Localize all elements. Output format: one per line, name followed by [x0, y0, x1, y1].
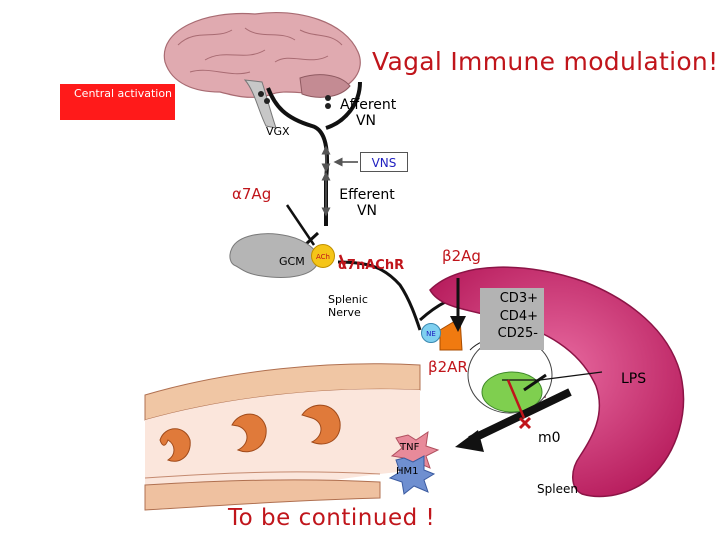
- brain-illustration: [163, 12, 361, 129]
- afferent-vn-label: Afferent VN: [340, 97, 397, 130]
- hm1-star: [388, 455, 436, 495]
- red-blood-cells: [159, 404, 341, 462]
- hm1-label: HM1: [396, 466, 419, 477]
- cd-markers-box: CD3+ CD4+ CD25-: [480, 288, 544, 350]
- spleen-label: Spleen: [537, 482, 578, 496]
- alpha7-nachr-label: α7nAChR: [338, 258, 405, 273]
- beta2-agonist-label: β2Ag: [442, 247, 481, 265]
- cd-marker: CD25-: [497, 326, 538, 342]
- ach-badge: ACh: [311, 244, 335, 268]
- central-activation-box: Central activation: [60, 84, 175, 120]
- blood-vessel: [144, 363, 421, 511]
- diagram-title: Vagal Immune modulation!: [372, 47, 719, 76]
- macrophage-inhibition: [455, 373, 572, 452]
- m0-label: m0: [538, 430, 561, 446]
- splenic-nerve-label: Splenic Nerve: [328, 293, 368, 319]
- efferent-vn-label: Efferent VN: [339, 187, 395, 220]
- blocking-mark: [338, 254, 532, 430]
- vgx-label: VGX: [266, 125, 290, 138]
- to-be-continued-text: To be continued !: [228, 505, 436, 531]
- cd-marker: CD3+: [499, 291, 538, 306]
- tnf-label: TNF: [400, 442, 420, 453]
- cd-marker: CD4+: [499, 308, 538, 324]
- vns-box: VNS: [360, 152, 408, 172]
- celiac-ganglion-shape: [229, 233, 319, 278]
- alpha7-agonist-label: α7Ag: [232, 185, 272, 203]
- beta2-receptor-label: β2AR: [428, 358, 468, 376]
- beta2ag-arrowhead: [450, 316, 466, 332]
- lps-label: LPS: [621, 371, 647, 387]
- ne-badge: NE: [421, 323, 441, 343]
- vagus-nerve-paths: [258, 81, 362, 247]
- gcm-label: GCM: [279, 255, 305, 268]
